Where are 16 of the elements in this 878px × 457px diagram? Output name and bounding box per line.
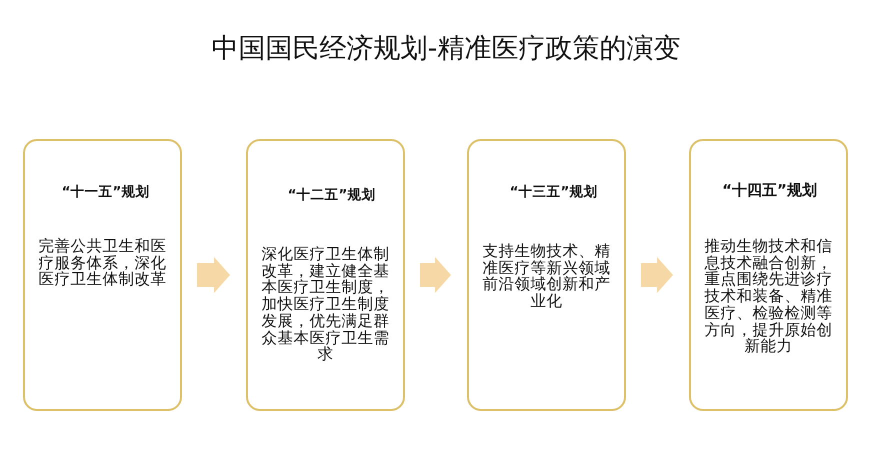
block-arrow: [197, 257, 230, 293]
stage-heading: “十一五”规划: [62, 183, 150, 201]
stage-description: 推动生物技术和信息技术融合创新，重点围绕先进诊疗技术和装备、精准医疗、检验检测等方向，提升原始创新能力: [704, 238, 834, 355]
stage-description: 深化医疗卫生体制改革，建立健全基本医疗卫生制度，加快医疗卫生制度发展，优先满足群众基本医疗卫生需求: [260, 246, 390, 363]
stage-box: [689, 139, 848, 411]
diagram-title: 中国国民经济规划-精准医疗政策的演变: [212, 33, 680, 65]
block-arrow: [420, 257, 451, 293]
stage-description: 支持生物技术、精准医疗等新兴领域前沿领域创新和产业化: [482, 243, 612, 310]
stage-heading: “十三五”规划: [510, 183, 598, 201]
stage-box: [23, 139, 182, 411]
stage-box: [467, 139, 626, 411]
stage-heading: “十四五”规划: [722, 181, 817, 199]
stage-description: 完善公共卫生和医疗服务体系，深化医疗卫生体制改革: [38, 238, 168, 288]
stage-box: [246, 139, 405, 411]
stage-heading: “十二五”规划: [288, 186, 376, 204]
block-arrow: [641, 257, 673, 293]
